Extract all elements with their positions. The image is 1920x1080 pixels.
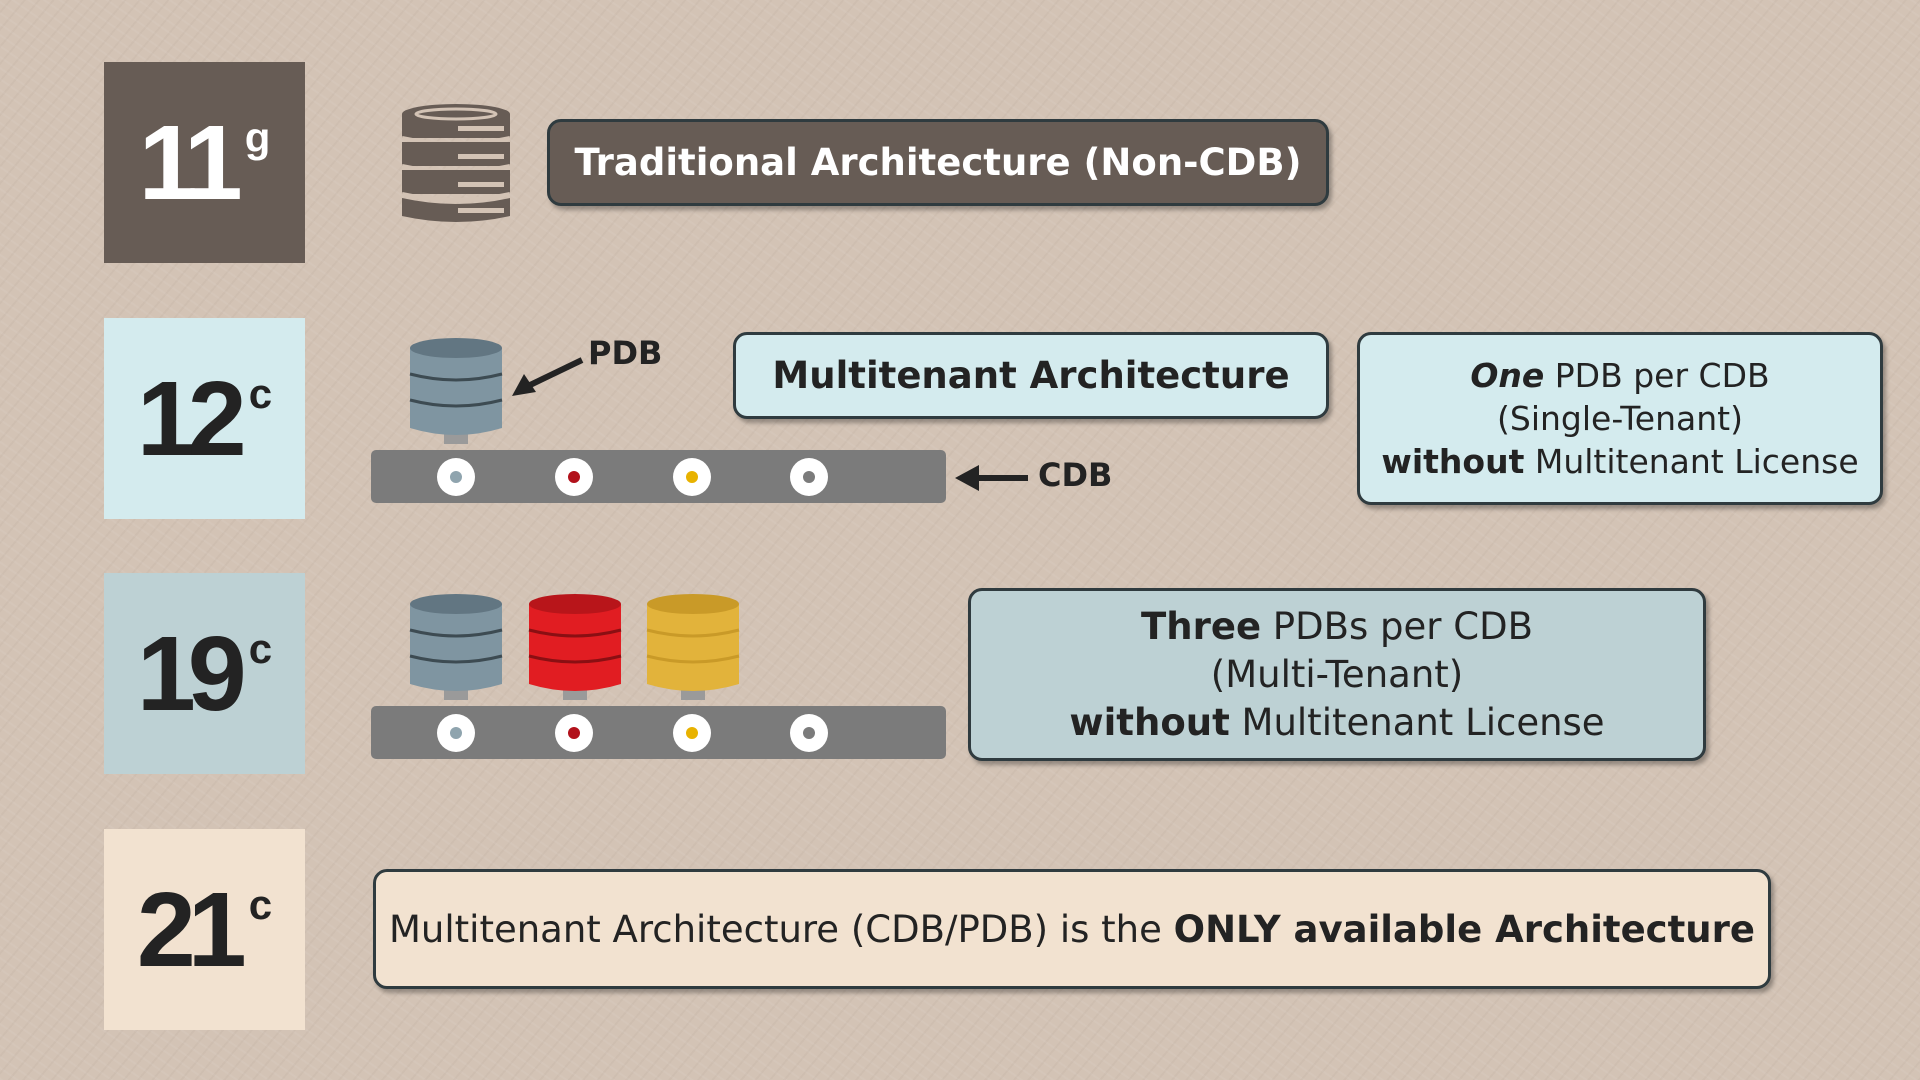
pdb-cylinder-icon xyxy=(409,338,503,444)
version-number: 12 xyxy=(136,359,247,478)
version-suffix: c xyxy=(248,370,273,417)
pdb-cylinder-icon xyxy=(646,594,740,700)
multitenant-architecture-label: Multitenant Architecture xyxy=(772,354,1290,397)
version-21c-tile: 21 c xyxy=(104,829,305,1030)
three-pdbs-without: without xyxy=(1069,700,1230,744)
three-pdbs-line-3: without Multitenant License xyxy=(1069,699,1604,747)
version-suffix: c xyxy=(248,625,273,672)
cdb-tray-icon xyxy=(371,706,946,759)
cdb-tray-icon xyxy=(371,450,946,503)
only-architecture-emphasis: ONLY available Architecture xyxy=(1173,907,1755,951)
single-tenant-text: PDB per CDB xyxy=(1544,356,1770,395)
cdb-label: CDB xyxy=(1038,456,1113,494)
pdb-cylinder-icon xyxy=(409,594,503,700)
traditional-architecture-label: Traditional Architecture (Non-CDB) xyxy=(574,141,1302,184)
version-12c-tile: 12 c xyxy=(104,318,305,519)
three-pdbs-line-2: (Multi-Tenant) xyxy=(1210,652,1464,696)
traditional-architecture-box: Traditional Architecture (Non-CDB) xyxy=(547,119,1329,206)
single-tenant-without: without xyxy=(1381,442,1525,481)
three-pdbs-box: Three PDBs per CDB (Multi-Tenant) withou… xyxy=(968,588,1706,761)
arrow-left-icon xyxy=(955,465,1028,491)
single-tenant-license: Multitenant License xyxy=(1524,442,1859,481)
version-number: 19 xyxy=(136,614,247,733)
only-architecture-box: Multitenant Architecture (CDB/PDB) is th… xyxy=(373,869,1771,989)
single-tenant-line-3: without Multitenant License xyxy=(1381,440,1858,483)
version-11g-tile: 11 g xyxy=(104,62,305,263)
version-number: 11 xyxy=(138,103,243,222)
pdb-label: PDB xyxy=(588,334,663,372)
three-pdbs-license: Multitenant License xyxy=(1229,700,1605,744)
multitenant-architecture-box: Multitenant Architecture xyxy=(733,332,1329,419)
database-icon xyxy=(401,104,511,222)
single-tenant-line-2: (Single-Tenant) xyxy=(1497,399,1743,438)
version-suffix: g xyxy=(244,114,271,161)
three-pdbs-text: PDBs per CDB xyxy=(1261,604,1533,648)
three-pdbs-emphasis: Three xyxy=(1141,604,1262,648)
only-architecture-prefix: Multitenant Architecture (CDB/PDB) is th… xyxy=(389,907,1174,951)
single-tenant-line-1: One PDB per CDB xyxy=(1470,354,1769,397)
version-number: 21 xyxy=(136,870,247,989)
single-tenant-box: One PDB per CDB (Single-Tenant) without … xyxy=(1357,332,1883,505)
only-architecture-text: Multitenant Architecture (CDB/PDB) is th… xyxy=(389,908,1755,951)
arrow-left-icon xyxy=(512,357,584,396)
three-pdbs-line-1: Three PDBs per CDB xyxy=(1141,603,1533,651)
version-suffix: c xyxy=(248,881,273,928)
pdb-cylinder-icon xyxy=(528,594,622,700)
version-19c-tile: 19 c xyxy=(104,573,305,774)
single-tenant-emphasis: One xyxy=(1470,356,1545,395)
